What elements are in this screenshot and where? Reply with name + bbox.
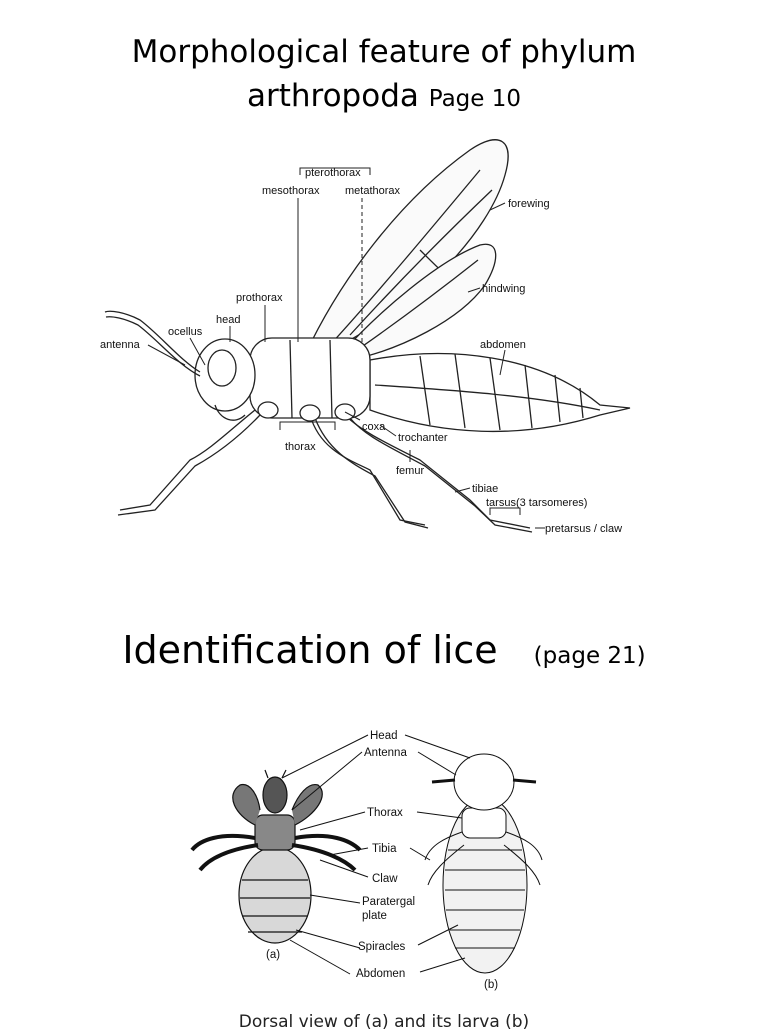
lice-label-a: (a) — [266, 949, 280, 961]
lice-label-tibia: Tibia — [372, 843, 397, 855]
lice-caption: Dorsal view of (a) and its larva (b) — [238, 1012, 530, 1032]
lice-label-plate: plate — [362, 910, 387, 922]
label-prothorax: prothorax — [236, 292, 283, 304]
slide1-page-ref: Page 10 — [428, 86, 522, 112]
lice-label-antenna: Antenna — [364, 747, 407, 759]
slide1-title-line2: arthropoda Page 10 — [0, 74, 768, 121]
label-coxa: coxa — [362, 421, 386, 433]
lice-label-thorax: Thorax — [367, 807, 403, 819]
label-trochanter: trochanter — [398, 432, 448, 444]
lice-label-paratergal: Paratergal — [362, 896, 415, 908]
label-mesothorax: mesothorax — [262, 185, 320, 197]
slide2-title-text: Identification of lice — [122, 628, 498, 672]
label-metathorax: metathorax — [345, 185, 401, 197]
label-femur: femur — [396, 465, 424, 477]
slide2-page-ref: (page 21) — [533, 643, 646, 669]
label-tarsus: tarsus(3 tarsomeres) — [486, 497, 587, 509]
slide1-title: Morphological feature of phylum arthropo… — [0, 30, 768, 121]
slide2-title: Identification of lice (page 21) — [0, 626, 768, 680]
insect-diagram: pterothorax mesothorax metathorax forewi… — [100, 139, 631, 535]
lice-label-spiracles: Spiracles — [358, 941, 406, 953]
lice-diagram: Head Antenna Thorax Tibia Claw Paraterga… — [190, 730, 543, 991]
lice-label-b: (b) — [484, 979, 498, 991]
lice-label-claw: Claw — [372, 873, 398, 885]
lice-label-head: Head — [370, 730, 398, 742]
label-pretarsus: pretarsus / claw — [545, 523, 622, 535]
label-head: head — [216, 314, 240, 326]
label-pterothorax: pterothorax — [305, 167, 361, 179]
label-forewing: forewing — [508, 198, 550, 210]
slide1-title-line1: Morphological feature of phylum — [131, 34, 637, 70]
slide1-title-word: arthropoda — [246, 78, 419, 114]
label-hindwing: hindwing — [482, 283, 525, 295]
label-tibiae: tibiae — [472, 483, 498, 495]
label-thorax: thorax — [285, 441, 316, 453]
label-antenna: antenna — [100, 339, 141, 351]
label-ocellus: ocellus — [168, 326, 203, 338]
label-abdomen: abdomen — [480, 339, 526, 351]
lice-label-abdomen: Abdomen — [356, 968, 405, 980]
